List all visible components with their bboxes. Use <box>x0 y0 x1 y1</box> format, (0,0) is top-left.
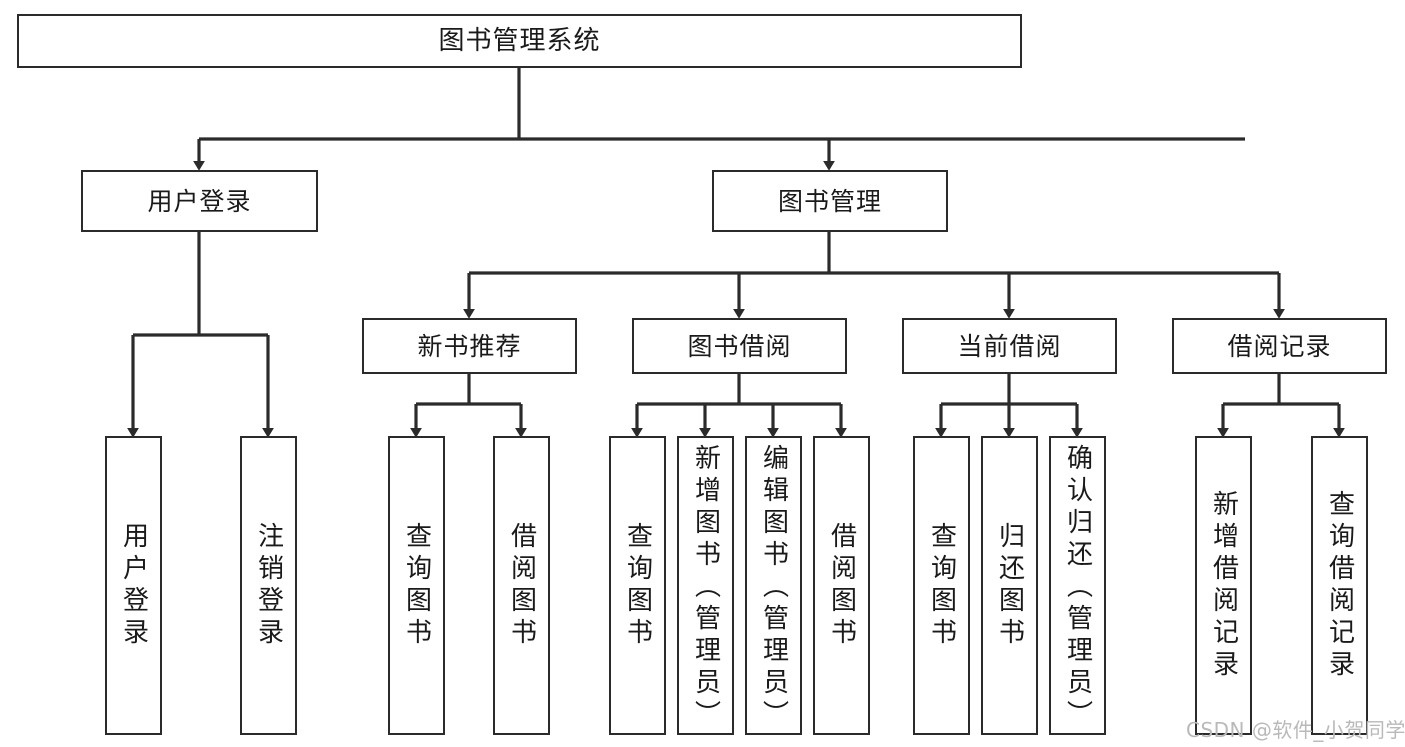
watermark-csdn: CSDN @软件_小贺同学 <box>1186 718 1405 742</box>
node-label: 查询图书 <box>401 521 432 650</box>
leaf-new-book-borrow[interactable]: 借阅图书 <box>493 436 550 735</box>
leaf-user-login-logout[interactable]: 注销登录 <box>240 436 297 735</box>
node-label: 查询图书 <box>926 521 957 650</box>
node-label: 借阅图书 <box>826 521 857 650</box>
node-borrow-record[interactable]: 借阅记录 <box>1172 318 1387 374</box>
node-label: 图书管理 <box>777 186 882 216</box>
node-user-login[interactable]: 用户登录 <box>81 170 318 232</box>
leaf-book-borrow-edit[interactable]: 编辑图书（管理员） <box>745 436 802 735</box>
leaf-current-borrow-confirm-return[interactable]: 确认归还（管理员） <box>1049 436 1106 735</box>
node-root-book-management-system[interactable]: 图书管理系统 <box>17 14 1022 68</box>
node-label: 图书借阅 <box>687 331 792 361</box>
leaf-borrow-record-add[interactable]: 新增借阅记录 <box>1195 436 1252 735</box>
leaf-user-login-login[interactable]: 用户登录 <box>105 436 162 735</box>
leaf-current-borrow-return[interactable]: 归还图书 <box>981 436 1038 735</box>
node-label: 图书管理系统 <box>438 26 601 56</box>
node-label: 新书推荐 <box>417 331 522 361</box>
node-label: 用户登录 <box>118 521 149 650</box>
node-label: 当前借阅 <box>957 331 1062 361</box>
node-label: 用户登录 <box>147 186 252 216</box>
leaf-book-borrow-query[interactable]: 查询图书 <box>609 436 666 735</box>
node-label: 借阅图书 <box>506 521 537 650</box>
node-label: 归还图书 <box>994 521 1025 650</box>
node-label: 查询借阅记录 <box>1324 489 1355 682</box>
node-label: 注销登录 <box>253 521 284 650</box>
node-book-borrow[interactable]: 图书借阅 <box>632 318 847 374</box>
node-label: 查询图书 <box>622 521 653 650</box>
node-label: 新增借阅记录 <box>1208 489 1239 682</box>
node-new-book-recommend[interactable]: 新书推荐 <box>362 318 577 374</box>
node-label: 借阅记录 <box>1227 331 1332 361</box>
node-current-borrow[interactable]: 当前借阅 <box>902 318 1117 374</box>
node-label: 确认归还（管理员） <box>1062 444 1093 732</box>
node-label: 新增图书（管理员） <box>690 444 721 732</box>
leaf-borrow-record-query[interactable]: 查询借阅记录 <box>1311 436 1368 735</box>
node-book-management[interactable]: 图书管理 <box>712 170 948 232</box>
leaf-book-borrow-add[interactable]: 新增图书（管理员） <box>677 436 734 735</box>
leaf-book-borrow-borrow[interactable]: 借阅图书 <box>813 436 870 735</box>
node-label: 编辑图书（管理员） <box>758 444 789 732</box>
leaf-current-borrow-query[interactable]: 查询图书 <box>913 436 970 735</box>
leaf-new-book-query[interactable]: 查询图书 <box>388 436 445 735</box>
